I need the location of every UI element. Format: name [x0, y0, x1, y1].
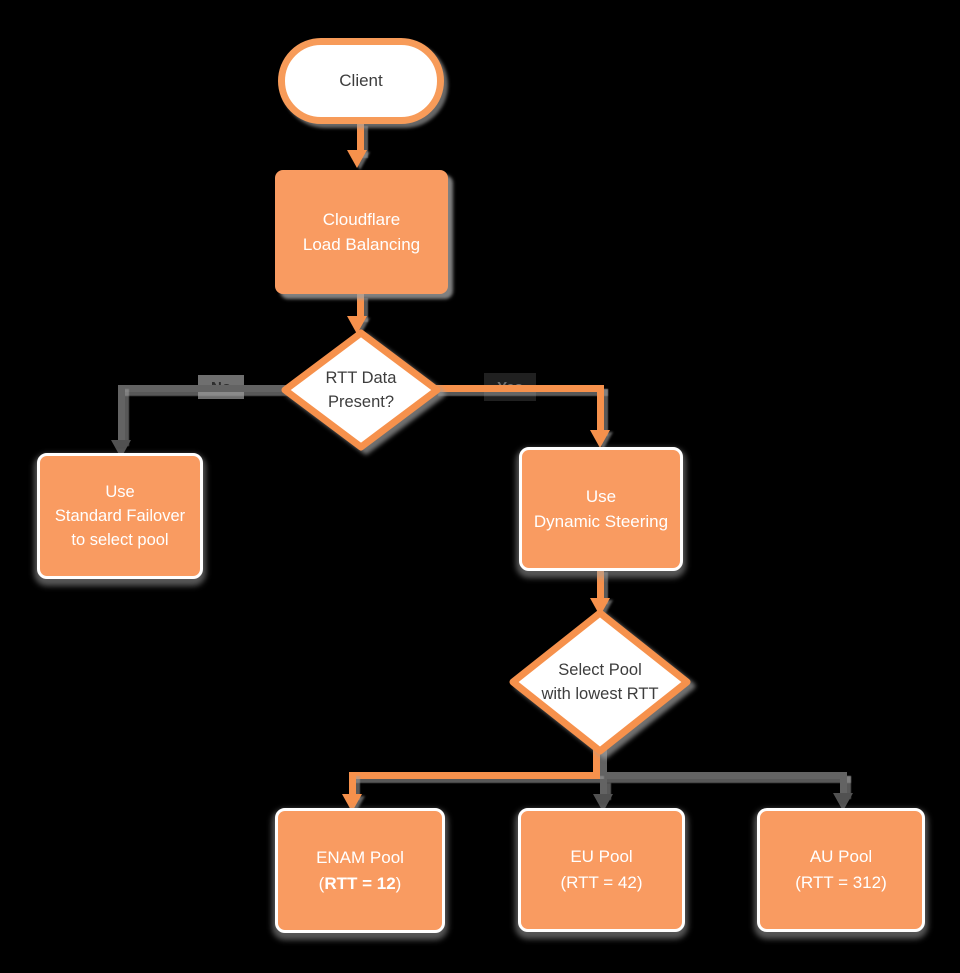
arrowhead-into-dynamic-steering [590, 430, 610, 448]
edge-client-to-loadbalancing [357, 122, 364, 154]
enam-rtt-open-paren: ( [318, 873, 325, 893]
arrowhead-into-enam-pool [342, 794, 362, 812]
node-standard-failover-line1: Use [105, 483, 135, 501]
node-standard-failover: Use Standard Failover to select pool [37, 453, 203, 579]
node-dynamic-steering-line2: Dynamic Steering [533, 512, 669, 531]
select-pool-line2: with lowest RTT [541, 685, 659, 703]
rtt-decision-line1: RTT Data [325, 369, 397, 387]
node-rtt-decision: RTT Data Present? [280, 328, 442, 452]
edge-dynamic-steering-to-select-pool [597, 568, 604, 600]
node-rtt-decision-label: RTT Data Present? [280, 328, 442, 452]
edge-to-enam-vertical [349, 772, 356, 796]
edge-to-au-vertical [840, 772, 847, 795]
rtt-decision-diamond-shape [281, 329, 441, 451]
node-eu-pool-line1: EU Pool [570, 847, 633, 866]
edge-to-enam-horizontal [349, 772, 600, 779]
arrowhead-into-rtt-decision [347, 316, 367, 334]
select-pool-diamond-shape [509, 609, 691, 755]
enam-rtt-close-paren: ) [395, 873, 402, 893]
node-dynamic-steering-line1: Use [585, 487, 617, 506]
edge-no-vertical [118, 385, 125, 442]
node-select-pool-label: Select Pool with lowest RTT [508, 608, 692, 756]
edge-yes-vertical [597, 385, 604, 432]
node-load-balancing: Cloudflare Load Balancing [275, 170, 448, 294]
node-dynamic-steering: Use Dynamic Steering [519, 447, 683, 571]
edge-loadbalancing-to-rtt-decision [357, 294, 364, 318]
edge-select-pool-stem-gray [600, 750, 607, 779]
edge-to-eu-vertical [600, 779, 607, 796]
node-au-pool: AU Pool (RTT = 312) [757, 808, 925, 932]
node-au-pool-line2: (RTT = 312) [795, 873, 887, 892]
rtt-decision-line2: Present? [327, 393, 395, 411]
node-enam-pool-line2: (RTT = 12) [319, 871, 402, 897]
node-load-balancing-line2: Load Balancing [302, 235, 421, 254]
node-eu-pool-line2: (RTT = 42) [560, 873, 643, 892]
edge-select-pool-stem-orange [593, 750, 600, 779]
edge-to-au-horizontal [600, 772, 847, 779]
node-client: Client [278, 38, 444, 124]
edge-no-horizontal [118, 385, 286, 392]
node-standard-failover-line3: to select pool [71, 531, 169, 549]
node-au-pool-line1: AU Pool [809, 847, 873, 866]
edge-yes-horizontal [434, 385, 604, 392]
node-standard-failover-line2: Standard Failover [54, 507, 186, 525]
node-eu-pool: EU Pool (RTT = 42) [518, 808, 685, 932]
node-enam-pool: ENAM Pool (RTT = 12) [275, 808, 445, 933]
node-client-label: Client [339, 71, 383, 90]
enam-rtt-value: RTT = 12 [324, 873, 396, 893]
node-select-pool: Select Pool with lowest RTT [508, 608, 692, 756]
select-pool-line1: Select Pool [558, 661, 642, 679]
arrowhead-into-loadbalancing [347, 150, 367, 168]
node-load-balancing-line1: Cloudflare [322, 210, 401, 229]
node-enam-pool-line1: ENAM Pool [316, 847, 404, 867]
arrowhead-into-au-pool [833, 793, 853, 811]
arrowhead-into-eu-pool [593, 794, 613, 812]
arrowhead-into-select-pool [590, 598, 610, 616]
